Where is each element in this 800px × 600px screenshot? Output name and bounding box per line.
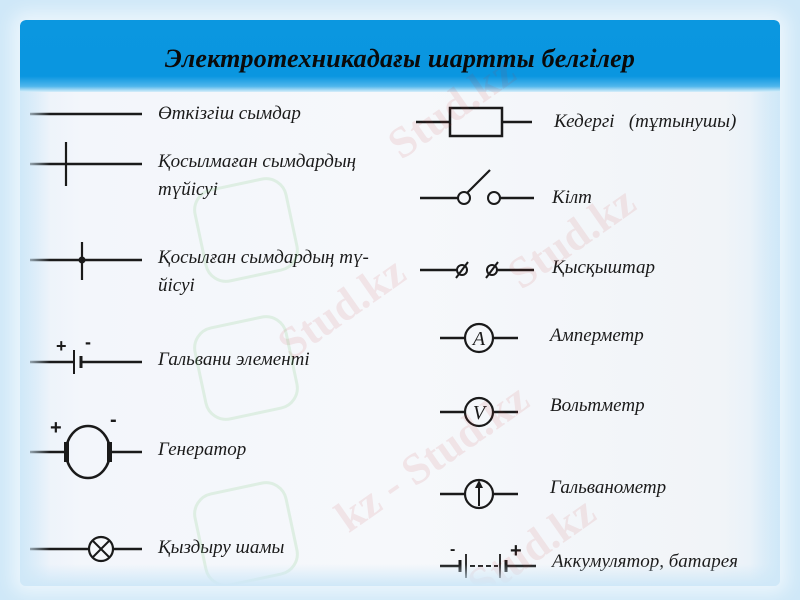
symbol-label: Қысқыштар [552, 257, 655, 278]
symbol-entry-wire: Өткізгіш сымдар [26, 100, 301, 128]
symbol-label: Қосылған сымдардың тү- йісуі [158, 247, 369, 296]
slide-title: Электротехникадағы шартты белгілер [164, 44, 636, 73]
symbol-entry-ammeter: A Амперметр [438, 318, 644, 358]
symbols-figure: Өткізгіш сымдар Қосылмаған сымдардың түй… [20, 46, 780, 586]
symbol-label: Амперметр [550, 325, 644, 346]
svg-text:A: A [471, 328, 486, 350]
resistor-icon [416, 106, 532, 138]
symbol-entry-switch: Кілт [418, 164, 592, 214]
svg-text:-: - [450, 541, 455, 558]
generator-icon: + - [30, 412, 142, 480]
galvanometer-icon [440, 478, 518, 510]
symbol-entry-lamp: Қыздыру шамы [26, 532, 284, 566]
svg-text:-: - [110, 412, 117, 431]
svg-text:V: V [473, 402, 488, 424]
svg-text:+: + [510, 540, 522, 562]
symbol-label: Генератор [158, 439, 247, 460]
left-edge-glow [20, 92, 50, 586]
symbol-label: Аккумулятор, батарея [552, 551, 739, 572]
symbol-label: Вольтметр [550, 395, 645, 416]
symbol-entry-terminals: Қысқыштар [418, 254, 655, 284]
symbol-entry-generator: + - Генератор [26, 412, 246, 482]
symbol-label: Қыздыру шамы [158, 537, 285, 558]
symbol-label: Кілт [552, 187, 592, 208]
title-bar: Электротехникадағы шартты белгілер [20, 20, 780, 92]
symbol-entry-resistor: Кедергі (тұтынушы) [414, 102, 736, 142]
symbol-entry-voltmeter: V Вольтметр [438, 392, 645, 432]
terminal-clamps-icon [420, 261, 534, 279]
symbol-entry-crossing: Қосылмаған сымдардың түйісуі [26, 140, 356, 204]
right-edge-glow [750, 92, 780, 586]
voltmeter-icon: V [440, 396, 518, 428]
symbol-label: Өткізгіш сымдар [158, 103, 301, 124]
svg-text:+: + [50, 417, 62, 439]
symbol-label: Гальвани элементі [158, 349, 310, 370]
slide-frame: Электротехникадағы шартты белгілер Өткіз… [20, 20, 780, 586]
battery-accumulator-icon: - + [440, 540, 536, 578]
svg-text:+: + [56, 336, 67, 356]
svg-text:-: - [85, 334, 91, 352]
symbol-label: Кедергі (тұтынушы) [554, 111, 737, 132]
switch-key-icon [420, 169, 534, 205]
symbol-entry-junction: Қосылған сымдардың тү- йісуі [26, 240, 369, 300]
symbol-entry-cell: + - Гальвани элементі [26, 334, 310, 378]
symbol-label: Гальванометр [550, 477, 667, 498]
symbol-label: Қосылмаған сымдардың түйісуі [158, 151, 357, 200]
ammeter-icon: A [440, 322, 518, 354]
symbol-entry-battery: - + Аккумулятор, батарея [438, 540, 738, 580]
symbol-entry-galvanometer: Гальванометр [438, 474, 666, 514]
